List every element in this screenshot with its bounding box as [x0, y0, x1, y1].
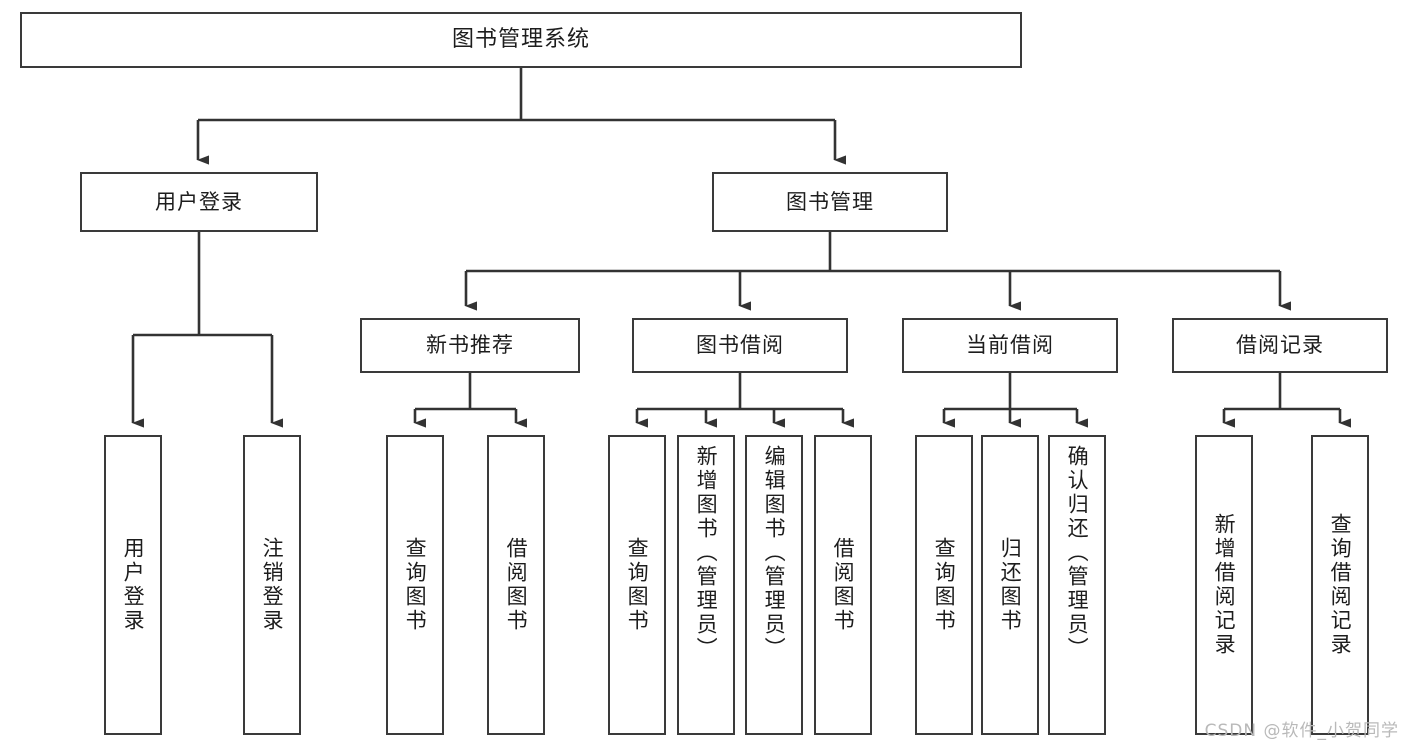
leaf-return-book[interactable]: 归还图书: [981, 435, 1039, 735]
leaf-query-book-new-recommend[interactable]: 查询图书: [386, 435, 444, 735]
node-borrow-record[interactable]: 借阅记录: [1172, 318, 1388, 373]
csdn-watermark: CSDN @软件_小贺同学: [1204, 721, 1399, 741]
leaf-query-book-current[interactable]: 查询图书: [915, 435, 973, 735]
leaf-edit-book-admin[interactable]: 编辑图书（管理员）: [745, 435, 803, 735]
leaf-label: 借阅图书: [831, 537, 856, 633]
leaf-label: 查询图书: [932, 537, 957, 633]
leaf-label: 借阅图书: [504, 537, 529, 633]
leaf-label: 新增借阅记录: [1212, 513, 1237, 657]
node-user-login[interactable]: 用户登录: [80, 172, 318, 232]
node-label: 当前借阅: [966, 333, 1054, 358]
node-new-book-recommend[interactable]: 新书推荐: [360, 318, 580, 373]
leaf-label: 新增图书（管理员）: [694, 445, 719, 661]
leaf-label: 查询图书: [625, 537, 650, 633]
leaf-label: 注销登录: [260, 537, 285, 633]
node-label: 图书管理系统: [451, 27, 590, 53]
leaf-logout-login[interactable]: 注销登录: [243, 435, 301, 735]
leaf-label: 用户登录: [121, 537, 146, 633]
leaf-query-borrow-record[interactable]: 查询借阅记录: [1311, 435, 1369, 735]
node-book-management-system[interactable]: 图书管理系统: [20, 12, 1022, 68]
leaf-label: 查询借阅记录: [1328, 513, 1353, 657]
leaf-add-borrow-record[interactable]: 新增借阅记录: [1195, 435, 1253, 735]
leaf-borrow-book[interactable]: 借阅图书: [814, 435, 872, 735]
leaf-confirm-return-admin[interactable]: 确认归还（管理员）: [1048, 435, 1106, 735]
node-book-borrow[interactable]: 图书借阅: [632, 318, 848, 373]
node-label: 新书推荐: [426, 333, 514, 358]
leaf-user-login[interactable]: 用户登录: [104, 435, 162, 735]
node-current-borrow[interactable]: 当前借阅: [902, 318, 1118, 373]
leaf-add-book-admin[interactable]: 新增图书（管理员）: [677, 435, 735, 735]
node-label: 用户登录: [155, 189, 243, 214]
leaf-query-book-borrow[interactable]: 查询图书: [608, 435, 666, 735]
leaf-label: 归还图书: [998, 537, 1023, 633]
node-label: 图书借阅: [696, 333, 784, 358]
node-book-management[interactable]: 图书管理: [712, 172, 948, 232]
leaf-label: 编辑图书（管理员）: [762, 445, 787, 661]
leaf-borrow-book-new-recommend[interactable]: 借阅图书: [487, 435, 545, 735]
node-label: 借阅记录: [1236, 333, 1324, 358]
node-label: 图书管理: [786, 189, 874, 214]
leaf-label: 确认归还（管理员）: [1065, 445, 1090, 661]
leaf-label: 查询图书: [403, 537, 428, 633]
